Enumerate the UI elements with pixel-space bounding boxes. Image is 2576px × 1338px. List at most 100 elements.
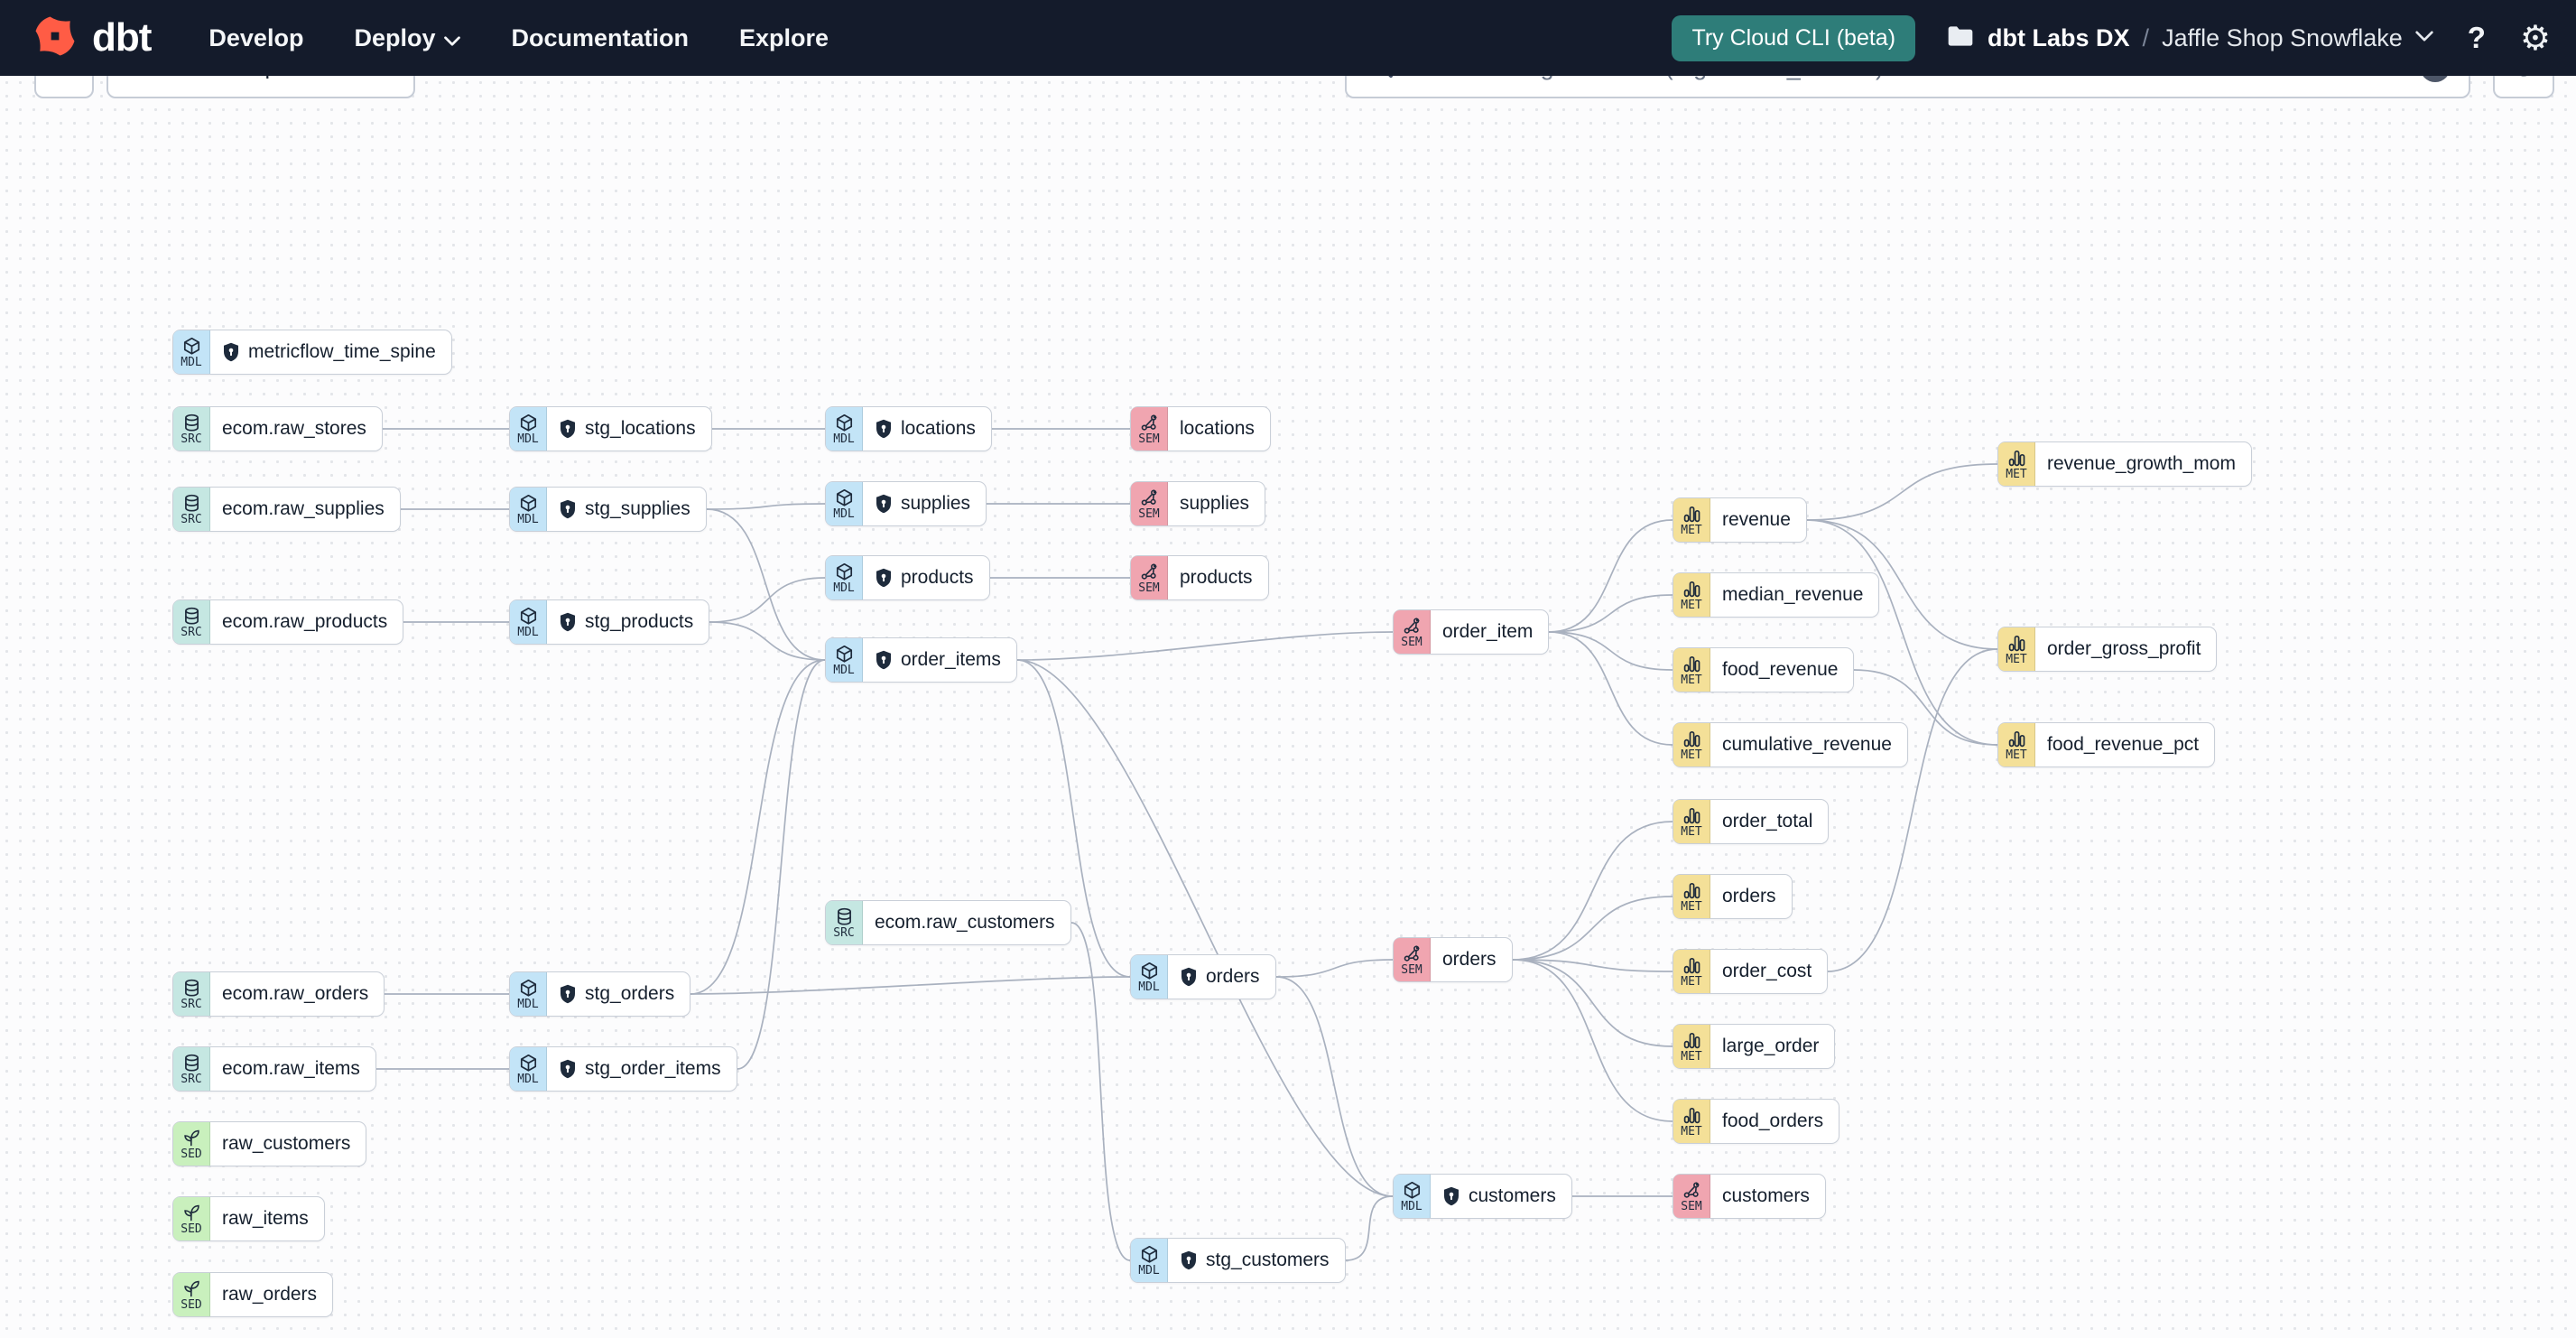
project-name: Jaffle Shop Snowflake [2162, 23, 2403, 51]
source-icon [182, 979, 201, 998]
metric-icon [1682, 655, 1701, 674]
metric-icon [1682, 806, 1701, 825]
node-label: ecom.raw_supplies [222, 498, 385, 519]
node-body: stg_products [547, 600, 709, 644]
semantic-model-icon [1140, 562, 1159, 581]
nav-item-deploy[interactable]: Deploy [354, 24, 461, 52]
node-label: raw_orders [222, 1284, 318, 1305]
node-body: customers [1710, 1175, 1825, 1218]
node-body: supplies [1168, 482, 1265, 525]
node-type-label: MDL [833, 581, 855, 595]
node-type-label: MET [1681, 598, 1702, 612]
nav-item-develop[interactable]: Develop [208, 24, 303, 52]
help-icon[interactable]: ? [2467, 21, 2486, 54]
semantic-model-icon [1682, 1181, 1701, 1200]
protected-shield-icon [559, 499, 577, 519]
nav-item-documentation[interactable]: Documentation [511, 24, 689, 52]
node-type-label: SRC [833, 925, 855, 940]
chevron-down-icon [2415, 30, 2433, 46]
dbt-logo[interactable]: dbt [31, 12, 152, 65]
node-body: revenue [1710, 498, 1806, 542]
protected-shield-icon [559, 984, 577, 1004]
source-icon [182, 607, 201, 626]
node-body: ecom.raw_supplies [210, 488, 400, 531]
node-type-label: MET [1681, 1124, 1702, 1138]
protected-shield-icon [1442, 1186, 1460, 1206]
node-body: locations [863, 407, 991, 451]
node-type-badge: MET [1673, 573, 1710, 617]
node-type-badge: SED [173, 1273, 210, 1316]
node-body: ecom.raw_products [210, 600, 403, 644]
nav-item-explore[interactable]: Explore [739, 24, 829, 52]
lineage-edge [1070, 922, 1131, 1261]
node-type-badge: MET [1673, 950, 1710, 993]
lineage-edges [375, 428, 1998, 1261]
node-body: raw_items [210, 1197, 324, 1240]
graph-node-sed_raw_orders[interactable]: SED raw_orders [172, 1272, 334, 1317]
seed-icon [182, 1203, 201, 1222]
node-label: order_items [901, 649, 1001, 670]
node-body: raw_orders [210, 1273, 332, 1316]
metric-icon [2007, 729, 2026, 748]
model-icon [1140, 962, 1159, 980]
node-type-label: MDL [181, 355, 202, 369]
node-body: order_item [1431, 610, 1548, 654]
chevron-down-icon [444, 24, 461, 52]
node-type-badge: SED [173, 1197, 210, 1240]
node-label: orders [1442, 949, 1496, 970]
lineage-edge [1827, 648, 1998, 972]
lineage-edge [1806, 519, 1998, 650]
protected-shield-icon [875, 650, 893, 670]
node-type-label: MDL [833, 432, 855, 446]
graph-node-mdl_locations[interactable]: MDL locations [825, 406, 992, 451]
project-switcher[interactable]: dbt Labs DX / Jaffle Shop Snowflake [1946, 22, 2433, 55]
protected-shield-icon [559, 612, 577, 632]
account-name: dbt Labs DX [1988, 23, 2130, 51]
node-body: stg_locations [547, 407, 711, 451]
node-type-label: MDL [517, 1072, 539, 1086]
node-type-label: MET [2006, 748, 2027, 762]
node-body: order_total [1710, 800, 1828, 843]
gear-icon[interactable]: ⚙ [2519, 18, 2551, 58]
try-cloud-cli-button[interactable]: Try Cloud CLI (beta) [1672, 14, 1916, 61]
